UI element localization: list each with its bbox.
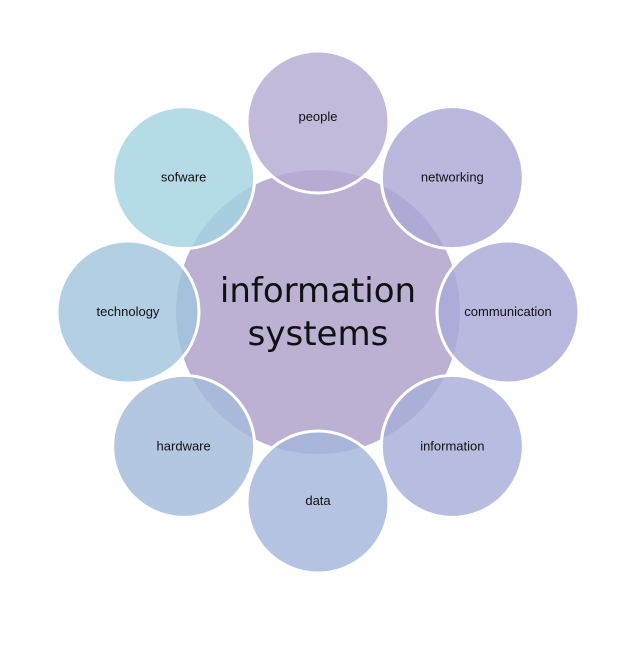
- node-circle-hardware: [111, 373, 257, 519]
- node-label-communication: communication: [464, 304, 551, 319]
- node-label-networking: networking: [421, 170, 484, 185]
- node-label-technology: technology: [97, 304, 160, 319]
- node-label-data: data: [305, 493, 331, 508]
- node-circle-people: [245, 49, 391, 195]
- node-label-sofware: sofware: [161, 170, 207, 185]
- node-label-people: people: [298, 109, 337, 124]
- node-circle-information: [379, 373, 525, 519]
- node-circle-networking: [379, 105, 525, 251]
- node-circle-technology: [55, 239, 201, 385]
- center-label-line2: systems: [248, 314, 389, 354]
- center-circle: [176, 170, 460, 454]
- node-label-hardware: hardware: [157, 438, 211, 453]
- node-circle-sofware: [111, 105, 257, 251]
- center-label-line1: information: [220, 271, 416, 311]
- node-circle-communication: [435, 239, 581, 385]
- node-label-information: information: [420, 438, 484, 453]
- node-circle-data: [245, 429, 391, 575]
